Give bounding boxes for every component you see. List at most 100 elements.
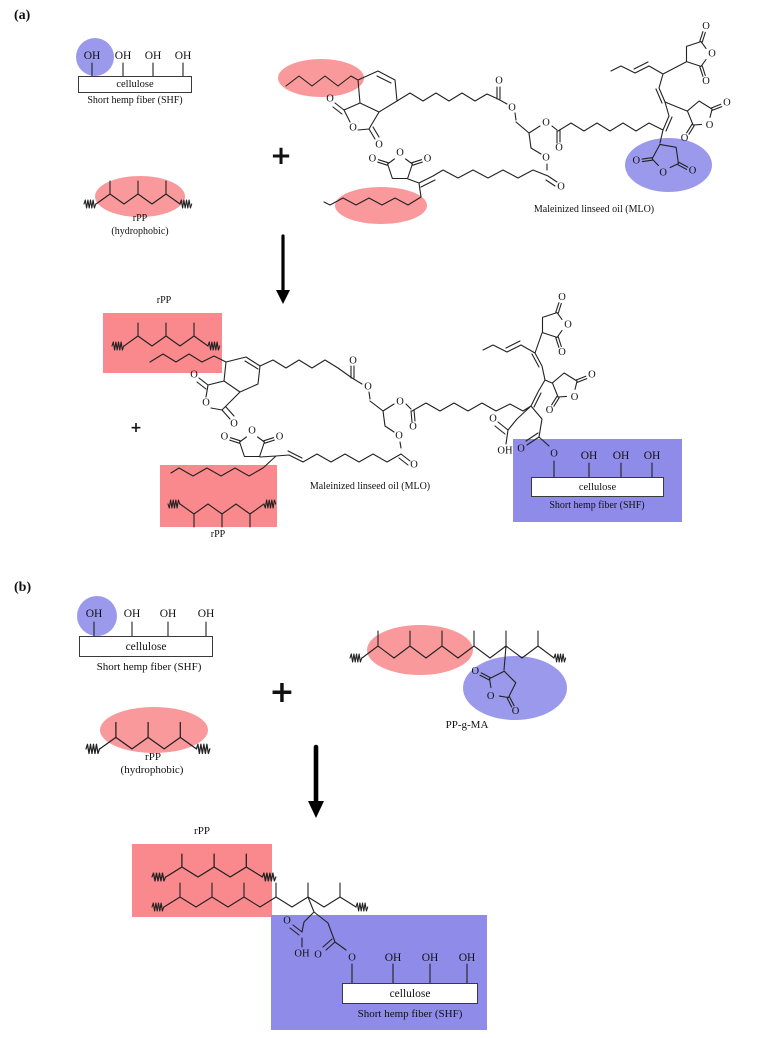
mlo-alkyl-highlight-ellipse-1	[278, 59, 364, 97]
ppgma-anhydride-highlight-ellipse	[463, 656, 567, 720]
cellulose-box-a: cellulose	[78, 76, 192, 93]
hydroxyl-label: OH	[422, 952, 439, 964]
anhydride-ring: OOO	[472, 666, 520, 717]
atom-label-O: O	[369, 154, 377, 165]
rpp-highlight-ellipse-b	[100, 707, 208, 753]
panel-label-b: (b)	[14, 580, 32, 595]
mlo-caption: Maleinized linseed oil (MLO)	[533, 204, 655, 215]
anhydride-ring: OOO	[681, 98, 731, 145]
chain-end-squiggle	[355, 902, 369, 912]
atom-label-O: O	[702, 21, 710, 32]
rpp-name-b: rPP	[145, 751, 161, 763]
rpp-name-a: rPP	[132, 213, 148, 224]
cellulose-label: cellulose	[389, 987, 431, 1000]
hydroxyl-label: OH	[644, 450, 661, 462]
shf-caption-a-product: Short hemp fiber (SHF)	[549, 500, 645, 511]
atom-label-O: O	[248, 426, 256, 437]
hydroxyl-highlight-circle-a	[76, 38, 114, 76]
rpp-qualifier-b: (hydrophobic)	[120, 764, 184, 776]
atom-label-O: O	[495, 76, 503, 87]
anhydride-ring: OOO	[546, 370, 596, 417]
atom-label-O: O	[326, 94, 334, 105]
ppgma-pp-highlight-ellipse	[367, 625, 473, 675]
atom-label-O: O	[689, 166, 697, 177]
atom-label-O: O	[542, 153, 550, 164]
atom-label-O: O	[349, 123, 357, 134]
anhydride-ring: OOO	[221, 426, 284, 458]
hydroxyl-highlight-circle-b	[77, 596, 117, 636]
shf-caption-b-product: Short hemp fiber (SHF)	[357, 1008, 463, 1020]
anhydride-ring: O O O	[685, 21, 716, 87]
atom-label-O: O	[410, 460, 418, 471]
atom-label-O: O	[517, 444, 525, 455]
atom-label-O: O	[395, 431, 403, 442]
atom-label-O: O	[349, 356, 357, 367]
hydroxyl-label: OH	[459, 952, 476, 964]
cellulose-box-a-product: cellulose	[531, 477, 664, 497]
rpp-qualifier-a: (hydrophobic)	[111, 226, 169, 237]
atom-label-O: O	[472, 666, 480, 677]
atom-label-O: O	[571, 392, 579, 403]
product-a-rpp-box-bottom	[160, 465, 277, 527]
hydroxyl-label: OH	[385, 952, 402, 964]
atom-label-O: O	[508, 103, 516, 114]
atom-label-O: O	[190, 370, 198, 381]
hydroxyl-label: OH	[497, 446, 513, 457]
hydroxyl-label: OH	[86, 608, 103, 620]
atom-label-O: O	[557, 182, 565, 193]
atom-label-O: O	[348, 953, 356, 964]
shf-a-product-bonds	[553, 460, 653, 478]
hydroxyl-label: OH	[145, 50, 162, 62]
cellulose-label: cellulose	[125, 640, 167, 653]
shf-a-bonds	[91, 62, 184, 77]
panel-label-a: (a)	[14, 8, 31, 23]
atom-label-O: O	[723, 98, 731, 109]
shf-caption-a: Short hemp fiber (SHF)	[87, 95, 183, 106]
atom-label-O: O	[489, 414, 497, 425]
product-b-shf-box	[271, 915, 487, 1030]
hydroxyl-label: OH	[115, 50, 132, 62]
atom-label-O: O	[202, 398, 210, 409]
plus-sign-b: +	[269, 675, 295, 710]
rpp-chain-a-product-top	[112, 323, 220, 350]
atom-label-O: O	[708, 49, 716, 60]
hydroxyl-label: OH	[124, 608, 141, 620]
rpp-chain-b-product	[152, 854, 276, 881]
ppgma-structure	[361, 630, 555, 671]
shf-caption-b: Short hemp fiber (SHF)	[96, 661, 202, 673]
atom-label-O: O	[221, 432, 229, 443]
atom-label-O: O	[396, 148, 404, 159]
atom-label-O: O	[396, 397, 404, 408]
cellulose-box-b: cellulose	[79, 636, 213, 657]
atom-label-O: O	[314, 950, 322, 961]
atom-label-O: O	[424, 154, 432, 165]
product-b-rpp-label: rPP	[194, 825, 210, 837]
mlo-structure	[285, 61, 688, 206]
atom-label-O: O	[550, 449, 558, 460]
atom-label-O: O	[364, 382, 372, 393]
product-a-rpp-bottom-label: rPP	[210, 529, 226, 540]
anhydride-ring: OOO	[633, 143, 697, 178]
rpp-chain-a-product-bottom	[168, 500, 276, 527]
atom-label-O: O	[542, 118, 550, 129]
atom-label-O: O	[558, 292, 566, 303]
plus-sign-a: +	[270, 141, 292, 171]
reaction-arrow-a-head	[276, 290, 290, 304]
atom-label-O: O	[276, 432, 284, 443]
atom-label-O: O	[702, 76, 710, 87]
chain-end-squiggle	[553, 653, 567, 663]
cellulose-box-b-product: cellulose	[342, 983, 478, 1004]
shf-b-bonds	[93, 621, 207, 637]
atom-label-O: O	[588, 370, 596, 381]
anhydride-ring: OOO	[541, 292, 572, 358]
hydroxyl-label: OH	[175, 50, 192, 62]
atom-label-O: O	[558, 347, 566, 358]
hydroxyl-label: OH	[613, 450, 630, 462]
atom-label-O: O	[512, 706, 520, 717]
atom-label-O: O	[706, 120, 714, 131]
ppgma-shf-product-structure	[163, 882, 357, 951]
atom-label-O: O	[409, 422, 417, 433]
product-a-plus-sign: +	[130, 420, 142, 436]
